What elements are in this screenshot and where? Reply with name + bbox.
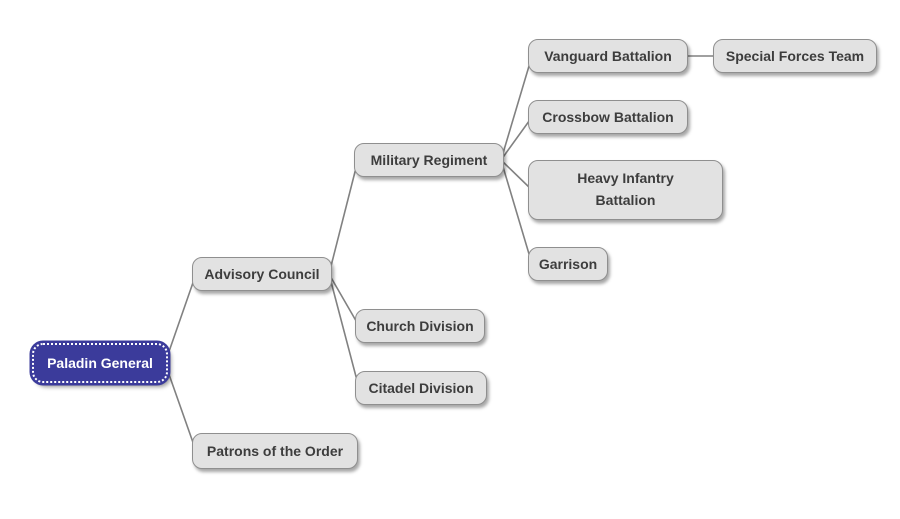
connector-line-advisory-military [328, 159, 359, 275]
node-paladin-general[interactable]: Paladin General [32, 343, 168, 383]
connector-line-military-vanguard [500, 55, 533, 161]
node-advisory-council[interactable]: Advisory Council [192, 257, 332, 291]
node-crossbow-battalion[interactable]: Crossbow Battalion [528, 100, 688, 134]
connector-line-military-heavy [500, 159, 533, 191]
node-heavy-infantry-battalion[interactable]: Heavy Infantry Battalion [528, 160, 723, 220]
connector-line-advisory-church [328, 273, 360, 327]
node-special-forces-team[interactable]: Special Forces Team [713, 39, 877, 73]
connector-line-military-crossbow [500, 116, 533, 161]
node-garrison[interactable]: Garrison [528, 247, 608, 281]
connector-line-military-garrison [500, 159, 533, 265]
node-military-regiment[interactable]: Military Regiment [354, 143, 504, 177]
connector-line-root-patrons [164, 362, 197, 452]
node-patrons-of-the-order[interactable]: Patrons of the Order [192, 433, 358, 469]
connector-line-advisory-citadel [328, 273, 360, 389]
node-church-division[interactable]: Church Division [355, 309, 485, 343]
node-vanguard-battalion[interactable]: Vanguard Battalion [528, 39, 688, 73]
connector-line-root-advisory [164, 273, 197, 364]
node-citadel-division[interactable]: Citadel Division [355, 371, 487, 405]
